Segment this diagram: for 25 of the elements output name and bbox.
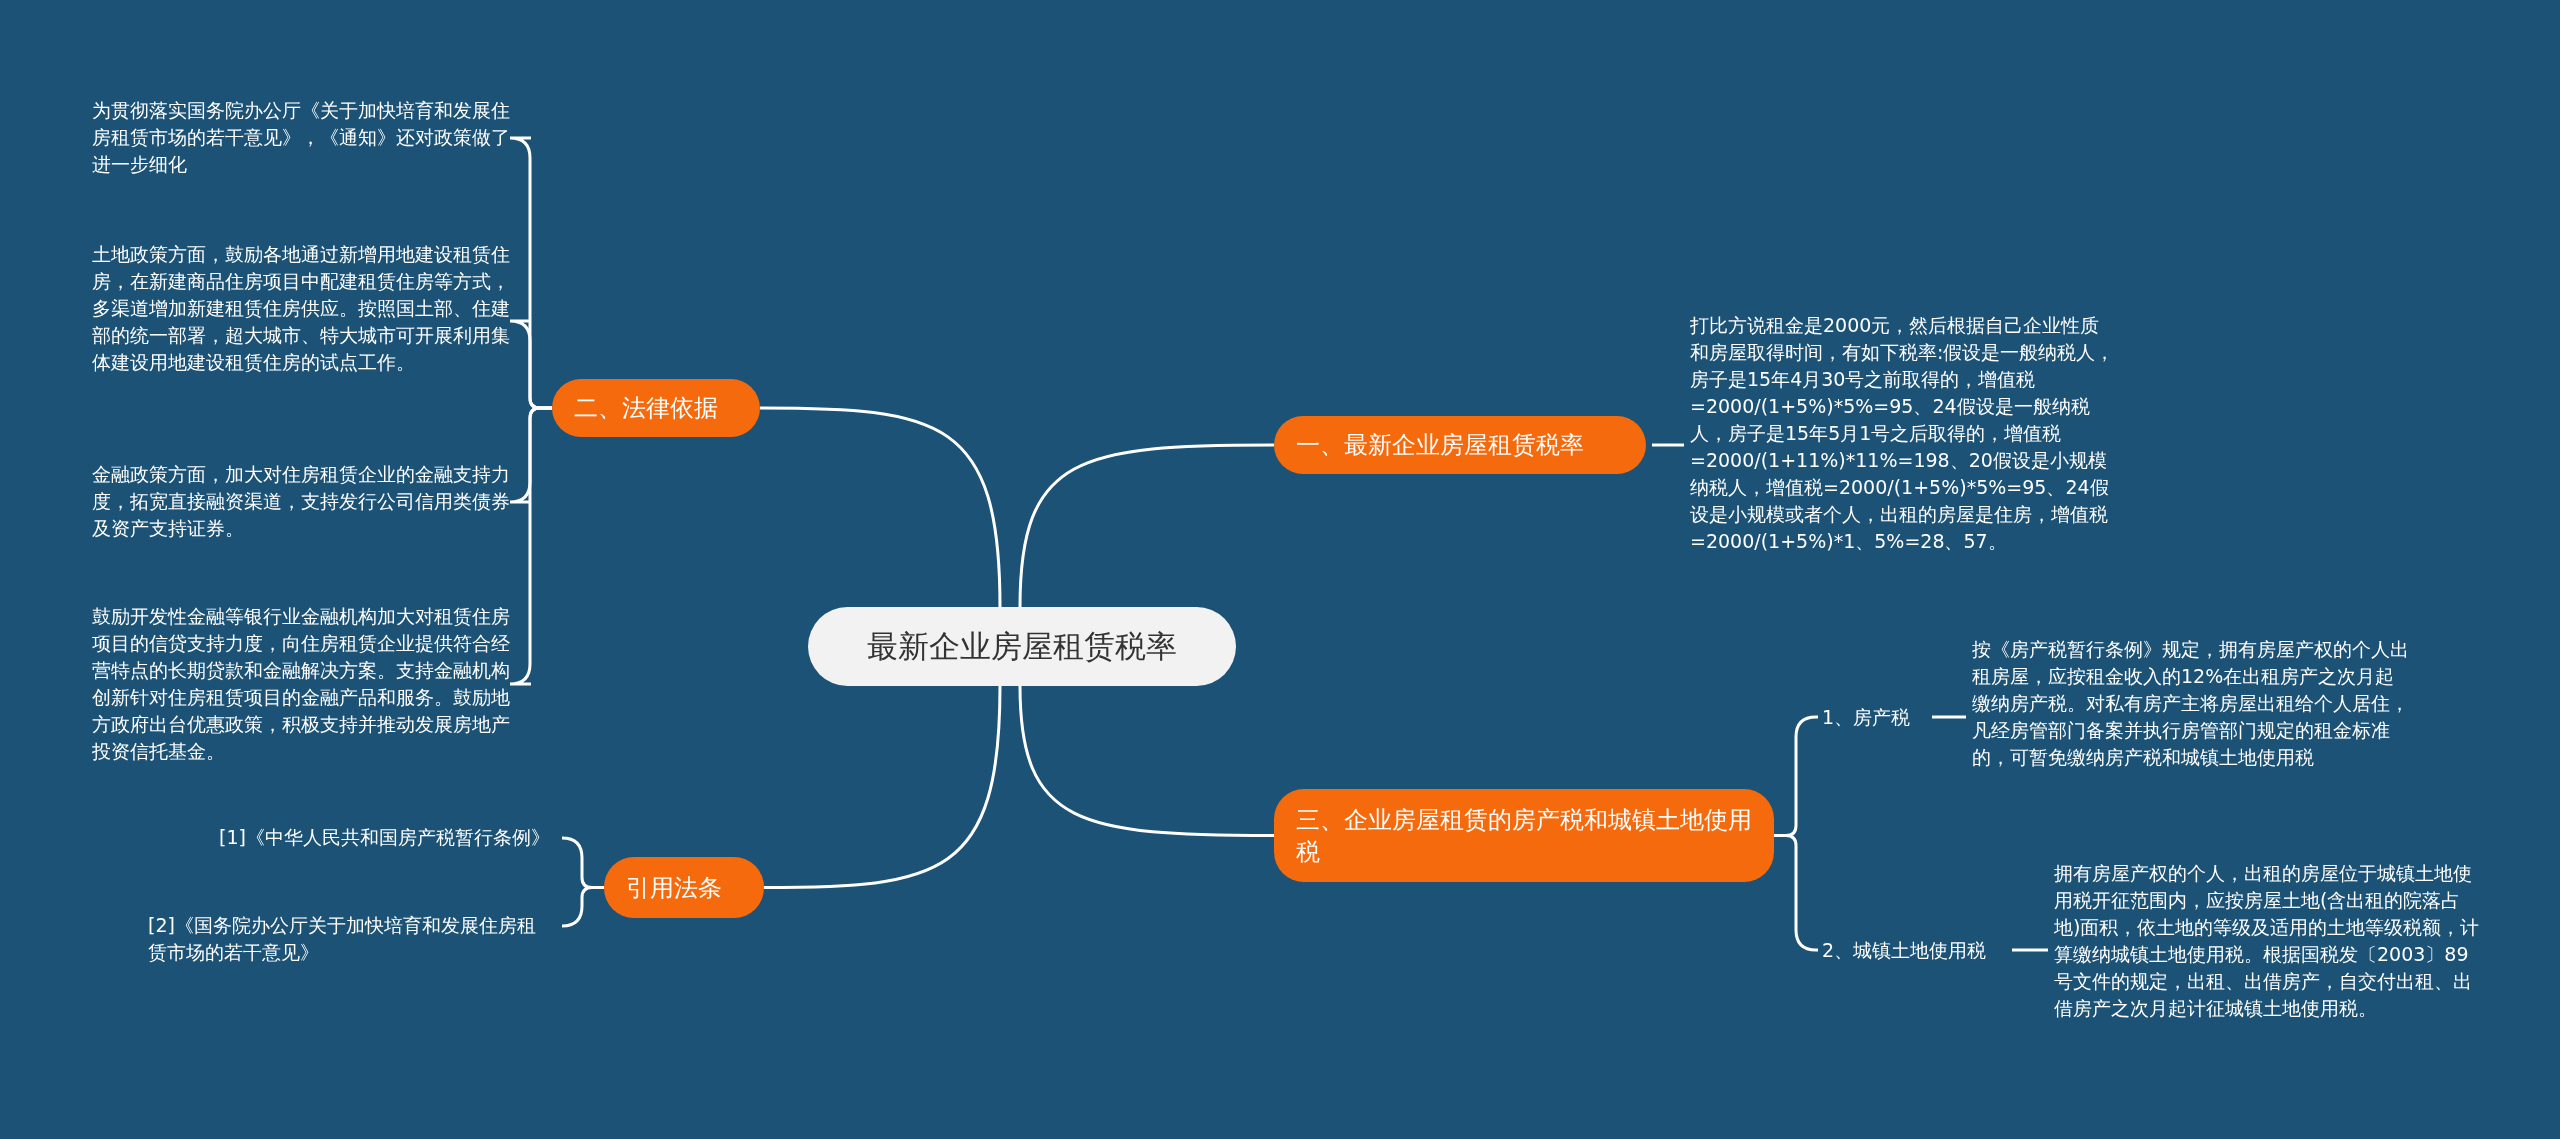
connector-line [2012, 948, 2048, 952]
note-text: 按《房产税暂行条例》规定，拥有房屋产权的个人出租房屋，应按租金收入的12%在出租房产之次月起缴纳房产税。对私有房产主将房屋出租给个人居住，凡经房管部门备案并执行房管部门规定的租金标准的，可暂免缴纳房产税和城镇土地使用税 [1972, 636, 2412, 800]
subtopic-label: 2、城镇土地使用税 [1822, 935, 2006, 965]
connector-line [560, 886, 604, 928]
topic-pill: 引用法条 [604, 857, 764, 918]
connector-line [1018, 443, 1274, 608]
connector-line [1652, 443, 1684, 447]
connector-line [1018, 685, 1274, 837]
connector-line [1932, 715, 1966, 719]
note-text: 为贯彻落实国务院办公厅《关于加快培育和发展住房租赁市场的若干意见》，《通知》还对政策做了进一步细化 [92, 97, 517, 179]
connector-line [764, 685, 1002, 889]
note-text: 金融政策方面，加大对住房租赁企业的金融支持力度，拓宽直接融资渠道，支持发行公司信用类债券及资产支持证券。 [92, 461, 517, 543]
topic-pill: 三、企业房屋租赁的房产税和城镇土地使用税 [1274, 789, 1774, 882]
note-text: 打比方说租金是2000元，然后根据自己企业性质和房屋取得时间，有如下税率:假设是一般纳税人，房子是15年4月30号之前取得的，增值税=2000/(1+5%)*5%=95、24假设是一般纳税人，房子是15年5月1号之后取得的，增值税=2000/(1+11%)*11%=198、20假设是小规模纳税人，增值税=2000/(1+5%)*5%=95、24假设是小规模或者个人，出租的房屋是住房，增值税=2000/(1+5%)*1、5%=28、57。 [1690, 312, 2115, 578]
note-text: [2]《国务院办公厅关于加快培育和发展住房租赁市场的若干意见》 [148, 912, 548, 968]
subtopic-label: 1、房产税 [1822, 702, 1926, 732]
connector-line [760, 406, 1002, 608]
connector-line [508, 406, 552, 686]
note-text: [1]《中华人民共和国房产税暂行条例》 [150, 824, 550, 852]
note-text: 鼓励开发性金融等银行业金融机构加大对租赁住房项目的信贷支持力度，向住房租赁企业提供符合经营特点的长期贷款和金融解决方案。支持金融机构创新针对住房租赁项目的金融产品和服务。鼓励地方政府出台优惠政策，积极支持并推动发展房地产投资信托基金。 [92, 603, 517, 765]
note-text: 土地政策方面，鼓励各地通过新增用地建设租赁住房，在新建商品住房项目中配建租赁住房等方式，多渠道增加新建租赁住房供应。按照国土部、住建部的统一部署，超大城市、特大城市可开展利用集体建设用地建设租赁住房的试点工作。 [92, 241, 517, 401]
note-text: 拥有房屋产权的个人，出租的房屋位于城镇土地使用税开征范围内，应按房屋土地(含出租的院落占地)面积，依土地的等级及适用的土地等级税额，计算缴纳城镇土地使用税。根据国税发〔2003〕89号文件的规定，出租、出借房产，自交付出租、出借房产之次月起计征城镇土地使用税。 [2054, 860, 2484, 1050]
topic-pill: 一、最新企业房屋租赁税率 [1274, 416, 1646, 474]
central-topic: 最新企业房屋租赁税率 [808, 607, 1236, 686]
topic-pill: 二、法律依据 [552, 379, 760, 437]
